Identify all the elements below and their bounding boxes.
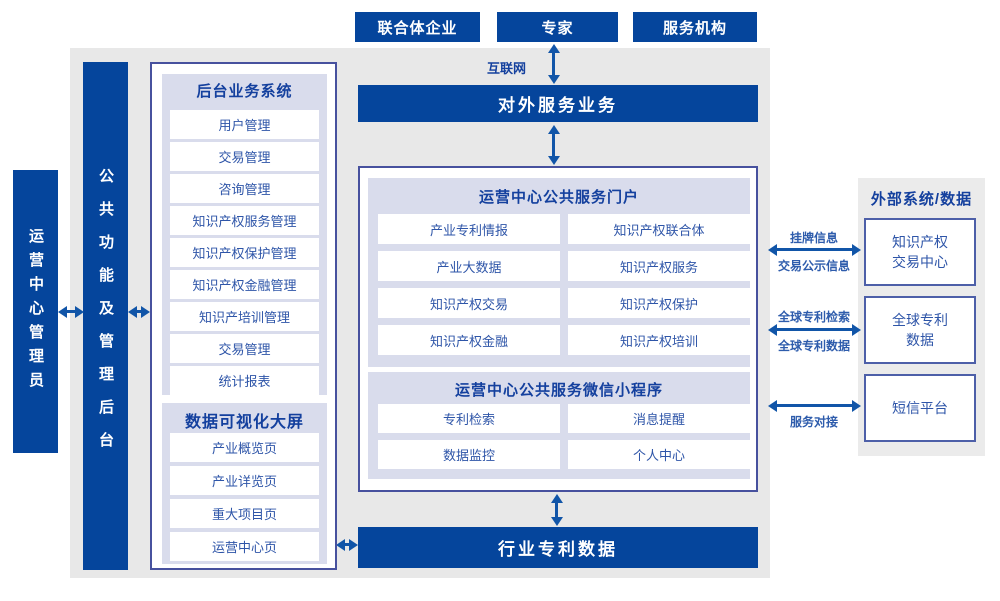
portal-container: 运营中心公共服务门户 产业专利情报 知识产权联合体 产业大数据 知识产权服务 知… xyxy=(358,166,758,492)
double-arrow-dashboard-to-data-icon xyxy=(344,543,350,546)
miniprogram-item: 个人中心 xyxy=(568,440,750,469)
portal-title: 运营中心公共服务门户 xyxy=(478,189,639,206)
global-patent-data-box: 全球专利 数据 xyxy=(864,296,976,364)
portal-item: 知识产权培训 xyxy=(568,325,750,355)
double-arrow-global-patent-icon xyxy=(776,328,853,331)
industry-patent-data-bar: 行业专利数据 xyxy=(358,527,758,568)
backend-container: 后台业务系统 用户管理 交易管理 咨询管理 知识产权服务管理 知识产权保护管理 … xyxy=(150,62,337,570)
double-arrow-internet-icon xyxy=(552,52,555,76)
external-service-bar: 对外服务业务 xyxy=(358,85,758,122)
global-patent-data-label: 全球专利数据 xyxy=(777,339,850,353)
public-service-portal-panel: 运营中心公共服务门户 产业专利情报 知识产权联合体 产业大数据 知识产权服务 知… xyxy=(368,178,750,367)
actor-service-agencies: 服务机构 xyxy=(633,12,757,42)
dashboard-item: 产业详览页 xyxy=(170,466,319,495)
double-arrow-portal-to-data-icon xyxy=(555,502,558,518)
double-arrow-admin-to-backend-icon xyxy=(66,310,76,313)
service-connection-label: 服务对接 xyxy=(789,415,838,429)
backend-item: 知识产权服务管理 xyxy=(170,206,319,235)
backend-item: 统计报表 xyxy=(170,366,319,395)
public-function-backend-bar: 公共功能及管理后台 xyxy=(83,62,128,570)
portal-item: 知识产权保护 xyxy=(568,288,750,318)
miniprogram-item: 数据监控 xyxy=(378,440,560,469)
portal-item: 知识产权联合体 xyxy=(568,214,750,244)
double-arrow-backend-to-system-icon xyxy=(136,310,142,313)
backend-item: 知识产权保护管理 xyxy=(170,238,319,267)
actor-experts: 专家 xyxy=(497,12,618,42)
portal-item: 知识产权服务 xyxy=(568,251,750,281)
portal-item: 知识产权金融 xyxy=(378,325,560,355)
backend-item: 知识产权金融管理 xyxy=(170,270,319,299)
double-arrow-trading-center-icon xyxy=(776,248,853,251)
portal-item: 知识产权交易 xyxy=(378,288,560,318)
backend-item: 交易管理 xyxy=(170,142,319,171)
miniprogram-title: 运营中心公共服务微信小程序 xyxy=(454,382,663,399)
portal-item: 产业专利情报 xyxy=(378,214,560,244)
actor-consortium-enterprises: 联合体企业 xyxy=(355,12,480,42)
sms-platform-box: 短信平台 xyxy=(864,374,976,442)
miniprogram-item: 消息提醒 xyxy=(568,404,750,433)
external-systems-title: 外部系统/数据 xyxy=(870,191,973,208)
data-visualization-title: 数据可视化大屏 xyxy=(184,414,304,431)
miniprogram-item: 专利检索 xyxy=(378,404,560,433)
backend-item: 交易管理 xyxy=(170,334,319,363)
operation-center-admin-bar: 运营中心管理员 xyxy=(13,170,58,453)
backend-item: 知识产培训管理 xyxy=(170,302,319,331)
internet-label: 互联网 xyxy=(487,61,527,76)
listing-info-label: 挂牌信息 xyxy=(789,231,838,245)
dashboard-item: 产业概览页 xyxy=(170,433,319,462)
backend-item: 用户管理 xyxy=(170,110,319,139)
ip-trading-center-box: 知识产权 交易中心 xyxy=(864,218,976,286)
global-patent-search-label: 全球专利检索 xyxy=(777,310,850,324)
dashboard-item: 运营中心页 xyxy=(170,532,319,561)
double-arrow-sms-icon xyxy=(776,404,853,407)
wechat-miniprogram-panel: 运营中心公共服务微信小程序 专利检索 消息提醒 数据监控 个人中心 xyxy=(368,372,750,479)
dashboard-item: 重大项目页 xyxy=(170,499,319,528)
backend-item: 咨询管理 xyxy=(170,174,319,203)
data-visualization-panel: 数据可视化大屏 产业概览页 产业详览页 重大项目页 运营中心页 xyxy=(162,403,327,564)
portal-item: 产业大数据 xyxy=(378,251,560,281)
double-arrow-service-to-portal-icon xyxy=(552,133,555,157)
backend-business-title: 后台业务系统 xyxy=(196,83,293,100)
backend-business-panel: 后台业务系统 用户管理 交易管理 咨询管理 知识产权服务管理 知识产权保护管理 … xyxy=(162,74,327,395)
trade-publicity-label: 交易公示信息 xyxy=(777,259,850,273)
